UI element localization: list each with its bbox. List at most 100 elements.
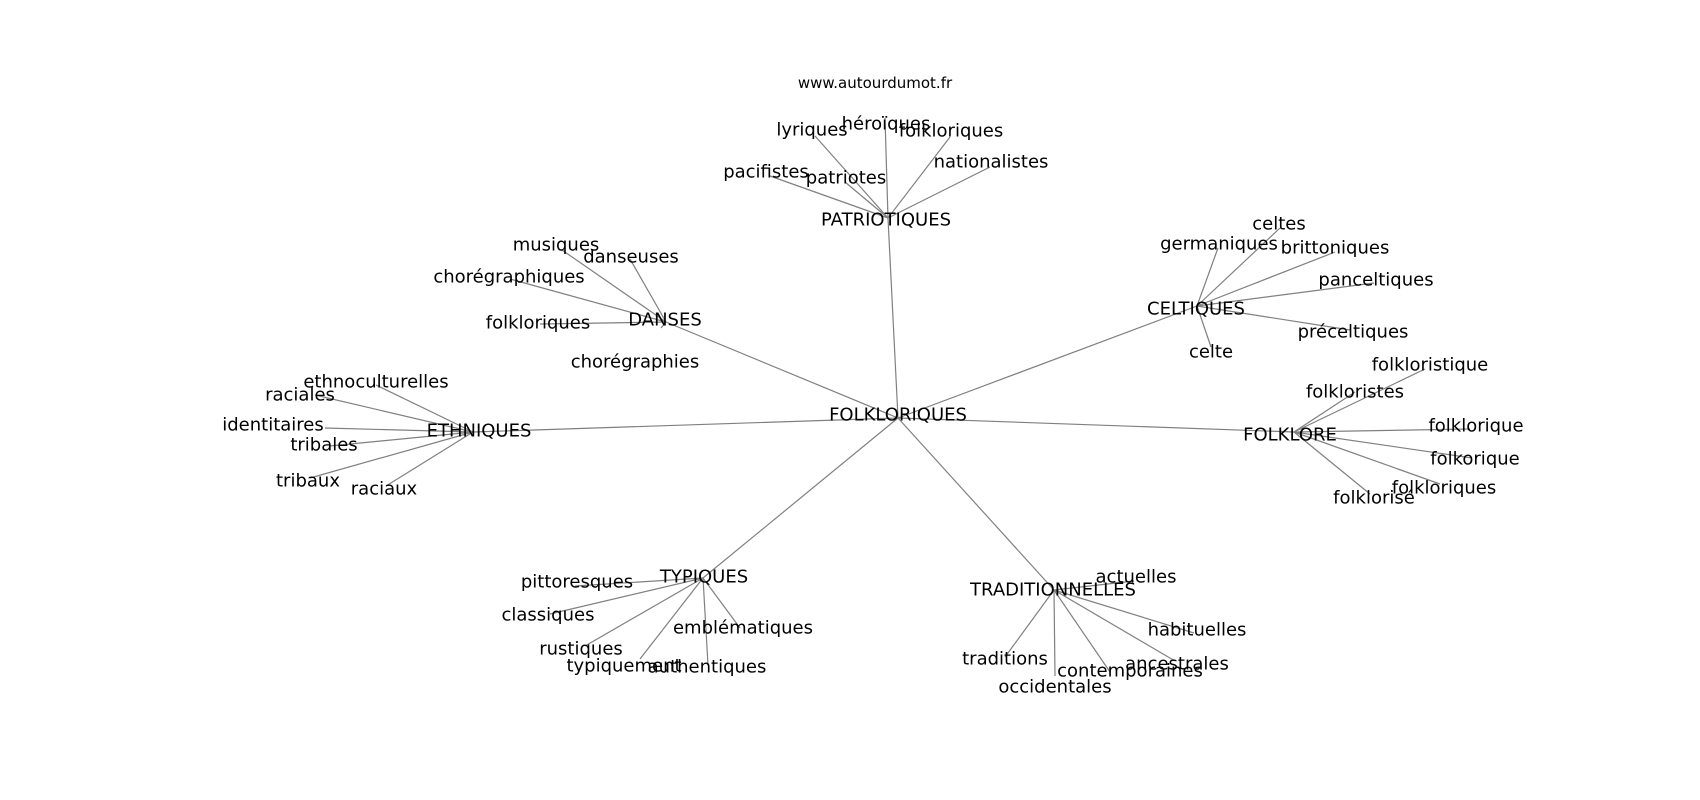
- word-node-danses-3: folkloriques: [486, 313, 590, 334]
- edge-folklore-4: [1293, 431, 1441, 485]
- edge-danses-1: [629, 258, 667, 323]
- edge-patriotiques-0: [814, 135, 889, 219]
- edge-traditionnelles-0: [1053, 580, 1135, 591]
- hub-node-danses: DANSES: [628, 310, 702, 331]
- word-node-typiques-4: authentiques: [648, 657, 767, 678]
- word-node-celtiques-1: germaniques: [1160, 234, 1278, 255]
- edge-patriotiques-1: [884, 117, 889, 219]
- edge-traditionnelles-4: [1053, 589, 1056, 677]
- edge-typiques-1: [549, 577, 704, 615]
- edge-celtiques-1: [1196, 247, 1219, 307]
- word-node-danses-2: chorégraphiques: [433, 267, 584, 288]
- edge-traditionnelles-1: [1053, 589, 1195, 634]
- edge-folklore-5: [1293, 431, 1371, 495]
- word-node-traditionnelles-0: actuelles: [1096, 567, 1177, 588]
- word-node-folklore-5: folklorisé: [1333, 488, 1415, 509]
- center-node: FOLKLORIQUES: [829, 405, 967, 426]
- edge-folklore-1: [1293, 391, 1356, 433]
- edge-folklore-2: [1293, 428, 1471, 433]
- edge-patriotiques-4: [844, 181, 889, 219]
- word-node-typiques-1: classiques: [502, 605, 595, 626]
- hub-node-patriotiques: PATRIOTIQUES: [821, 210, 951, 231]
- edge-danses-3: [539, 321, 667, 325]
- edge-typiques-2: [584, 577, 704, 647]
- word-node-folklore-0: folkloristique: [1372, 355, 1489, 376]
- word-node-folklore-2: folklorique: [1428, 416, 1523, 437]
- labels: www.autourdumot.fr lyriqueshéroïquesfolk…: [222, 74, 1523, 698]
- edge-patriotiques-5: [887, 166, 991, 219]
- word-node-folklore-3: folkorique: [1430, 449, 1519, 470]
- word-node-folklore-4: folkloriques: [1392, 478, 1496, 499]
- edge-center-ethniques: [472, 417, 899, 433]
- edge-typiques-0: [574, 577, 704, 587]
- word-node-ethniques-0: ethnoculturelles: [303, 372, 448, 393]
- source-watermark: www.autourdumot.fr: [798, 74, 953, 92]
- word-node-celtiques-5: celte: [1189, 342, 1233, 363]
- edge-center-traditionnelles: [897, 417, 1055, 591]
- word-node-celtiques-0: celtes: [1252, 214, 1305, 235]
- word-node-traditionnelles-1: habituelles: [1148, 620, 1247, 641]
- edge-traditionnelles-3: [1053, 589, 1111, 673]
- edge-center-patriotiques: [887, 217, 899, 419]
- hub-node-ethniques: ETHNIQUES: [427, 421, 532, 442]
- edge-typiques-5: [702, 577, 741, 629]
- edge-center-folklore: [897, 417, 1295, 433]
- edge-folklore-0: [1293, 368, 1426, 433]
- edge-danses-4: [660, 321, 667, 329]
- word-node-traditionnelles-5: traditions: [962, 649, 1048, 670]
- word-node-celtiques-3: panceltiques: [1318, 270, 1433, 291]
- word-node-typiques-2: rustiques: [539, 639, 623, 660]
- word-node-patriotiques-4: patriotes: [806, 168, 886, 189]
- edge-celtiques-4: [1196, 305, 1351, 331]
- edge-ethniques-2: [324, 427, 474, 433]
- word-node-traditionnelles-3: contemporaines: [1057, 661, 1203, 682]
- word-node-ethniques-4: tribaux: [276, 471, 340, 492]
- edge-traditionnelles-2: [1053, 589, 1176, 662]
- word-node-typiques-5: emblématiques: [673, 618, 813, 639]
- hub-node-folklore: FOLKLORE: [1243, 425, 1337, 446]
- word-node-danses-4: chorégraphies: [571, 352, 700, 373]
- hub-node-typiques: TYPIQUES: [659, 567, 748, 588]
- hub-node-traditionnelles: TRADITIONNELLES: [969, 580, 1136, 601]
- edge-danses-2: [509, 278, 667, 323]
- edge-celtiques-2: [1196, 251, 1336, 307]
- edge-traditionnelles-5: [1004, 589, 1055, 658]
- edges: [309, 117, 1473, 677]
- word-node-patriotiques-3: pacifistes: [723, 162, 809, 183]
- word-node-patriotiques-2: folkloriques: [899, 121, 1003, 142]
- edge-ethniques-0: [375, 384, 474, 433]
- edge-ethniques-5: [385, 431, 474, 487]
- edge-ethniques-3: [329, 431, 474, 447]
- edge-patriotiques-2: [887, 136, 951, 219]
- word-node-folklore-1: folkloristes: [1306, 382, 1404, 403]
- hub-node-celtiques: CELTIQUES: [1147, 299, 1245, 320]
- word-node-celtiques-2: brittoniques: [1281, 238, 1390, 259]
- edge-danses-0: [561, 249, 667, 323]
- word-node-typiques-0: pittoresques: [521, 572, 633, 593]
- word-node-patriotiques-5: nationalistes: [934, 152, 1049, 173]
- word-node-traditionnelles-4: occidentales: [998, 677, 1111, 698]
- word-node-traditionnelles-2: ancestrales: [1125, 654, 1229, 675]
- word-node-ethniques-3: tribales: [290, 435, 357, 456]
- word-node-patriotiques-1: héroïques: [842, 114, 931, 135]
- edge-ethniques-4: [309, 431, 474, 479]
- edge-center-celtiques: [897, 305, 1198, 419]
- word-node-patriotiques-0: lyriques: [776, 120, 847, 141]
- edge-ethniques-1: [314, 394, 474, 433]
- edge-patriotiques-3: [769, 175, 889, 219]
- edge-celtiques-3: [1196, 282, 1375, 307]
- edge-center-typiques: [702, 417, 899, 579]
- word-node-danses-1: danseuses: [583, 247, 679, 268]
- edge-typiques-3: [639, 577, 704, 660]
- edge-folklore-3: [1293, 431, 1473, 459]
- edge-typiques-4: [702, 577, 709, 666]
- word-node-ethniques-5: raciaux: [351, 479, 418, 500]
- word-node-typiques-3: typiquement: [566, 656, 681, 677]
- word-node-ethniques-1: raciales: [265, 385, 335, 406]
- word-node-danses-0: musiques: [513, 235, 600, 256]
- edge-celtiques-5: [1196, 305, 1212, 348]
- word-node-ethniques-2: identitaires: [222, 415, 324, 436]
- edge-celtiques-0: [1196, 227, 1281, 307]
- edge-center-danses: [665, 321, 899, 419]
